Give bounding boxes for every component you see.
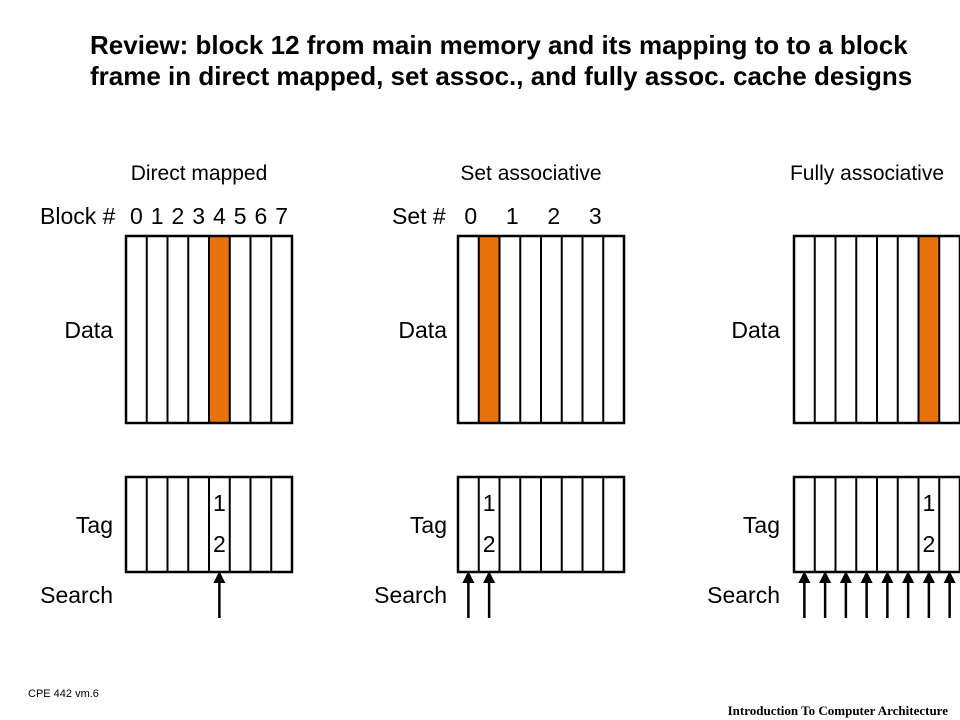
panel-header-set: Set associative — [460, 162, 601, 185]
tag-value-digit: 2 — [922, 531, 935, 557]
tag-value-digit: 2 — [483, 531, 496, 557]
search-label-fully: Search — [707, 582, 780, 608]
slide-title: Review: block 12 from main memory and it… — [90, 30, 913, 91]
index-value-set: 0 — [464, 203, 477, 229]
search-arrow-head — [798, 571, 811, 583]
search-label-set: Search — [374, 582, 447, 608]
index-value-set: 2 — [547, 203, 560, 229]
index-label-set: Set # — [392, 203, 446, 229]
index-value-direct: 2 — [171, 203, 184, 229]
index-value-direct: 3 — [192, 203, 205, 229]
tag-label-fully: Tag — [743, 512, 780, 538]
index-value-direct: 5 — [234, 203, 247, 229]
index-value-direct: 0 — [130, 203, 143, 229]
index-value-direct: 4 — [213, 203, 226, 229]
data-label-direct: Data — [64, 317, 113, 343]
search-arrow-head — [860, 571, 873, 583]
search-label-direct: Search — [40, 582, 113, 608]
index-value-direct: 1 — [151, 203, 164, 229]
panel-header-fully: Fully associative — [790, 162, 944, 185]
tag-value-digit: 2 — [213, 531, 226, 557]
search-arrow-head — [462, 571, 475, 583]
highlighted-block-fully — [918, 236, 940, 423]
search-arrow-head — [819, 571, 832, 583]
search-arrow-head — [943, 571, 956, 583]
index-value-direct: 6 — [254, 203, 267, 229]
tag-value-digit: 1 — [922, 490, 935, 516]
index-value-direct: 7 — [275, 203, 288, 229]
search-arrow-head — [213, 571, 226, 583]
tag-value-digit: 1 — [483, 490, 496, 516]
tag-label-set: Tag — [410, 512, 447, 538]
tag-label-direct: Tag — [76, 512, 113, 538]
highlighted-block-set — [478, 236, 500, 423]
index-label-direct: Block # — [40, 203, 116, 229]
footer-course-title: Introduction To Computer Architecture — [727, 703, 948, 718]
search-arrow-head — [839, 571, 852, 583]
search-arrow-head — [902, 571, 915, 583]
index-value-set: 3 — [589, 203, 602, 229]
data-label-set: Data — [398, 317, 447, 343]
panel-header-direct: Direct mapped — [131, 162, 268, 185]
search-arrow-head — [483, 571, 496, 583]
search-arrow-head — [881, 571, 894, 583]
index-value-set: 1 — [506, 203, 519, 229]
tag-value-digit: 1 — [213, 490, 226, 516]
footer-course-id: CPE 442 vm.6 — [28, 688, 99, 700]
search-arrow-head — [922, 571, 935, 583]
data-label-fully: Data — [731, 317, 780, 343]
highlighted-block-direct — [209, 236, 230, 423]
